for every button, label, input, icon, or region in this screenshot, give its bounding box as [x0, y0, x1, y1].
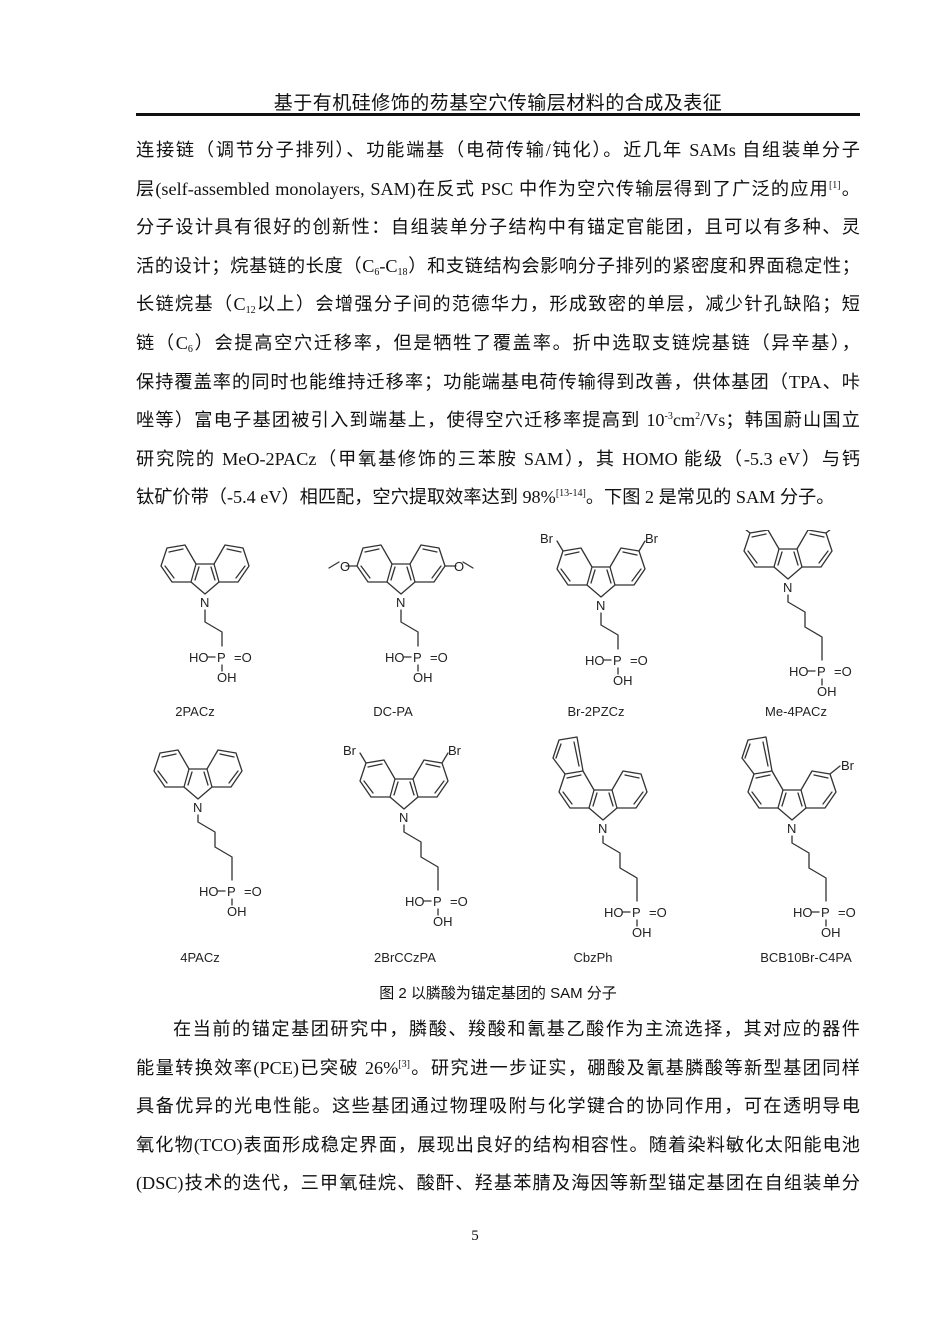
- svg-text:N: N: [596, 598, 605, 613]
- molecule-label: 2BrCCzPA: [374, 950, 436, 965]
- svg-text:Br: Br: [448, 743, 462, 758]
- figure-caption: 图 2 以膦酸为锚定基团的 SAM 分子: [379, 985, 617, 1002]
- molecule-label: Br-2PZCz: [567, 704, 625, 719]
- svg-text:N: N: [399, 810, 408, 825]
- page-number: 5: [471, 1228, 479, 1244]
- molecule-label: Me-4PACz: [765, 704, 827, 719]
- text-line: 钛矿价带（-5.4 eV）相匹配，空穴提取效率达到 98%[13-14]。下图 …: [136, 487, 835, 508]
- molecule-structures-drawing: P HO =O OH N N O O: [153, 524, 857, 941]
- molecule-label: CbzPh: [573, 950, 613, 965]
- text-line: 分子设计具有很好的创新性：自组装单分子结构中有锚定官能团，且可以有多种、灵: [136, 217, 860, 238]
- text-line: 链（C6）会提高空穴迁移率，但是牺牲了覆盖率。折中选取支链烷基链（异辛基），: [136, 332, 860, 355]
- molecule-label: BCB10Br-C4PA: [760, 950, 852, 965]
- text-line: 层(self-assembled monolayers, SAM)在反式 PSC…: [136, 178, 860, 199]
- svg-text:N: N: [193, 800, 202, 815]
- svg-text:N: N: [787, 821, 796, 836]
- citation[interactable]: [13-14]: [555, 488, 586, 500]
- svg-text:O: O: [454, 559, 464, 574]
- svg-text:N: N: [598, 821, 607, 836]
- text-line: 具备优异的光电性能。这些基团通过物理吸附与化学键合的协同作用，可在透明导电: [136, 1096, 860, 1117]
- text-line: 氧化物(TCO)表面形成稳定界面，展现出良好的结构相容性。随着染料敏化太阳能电池: [136, 1134, 860, 1155]
- text-line: (DSC)技术的迭代，三甲氧硅烷、酸酐、羟基苯腈及海因等新型锚定基团在自组装单分: [136, 1173, 860, 1194]
- svg-text:Br: Br: [540, 531, 554, 546]
- svg-text:N: N: [783, 580, 792, 595]
- molecule-label: 2PACz: [175, 704, 215, 719]
- svg-text:Br: Br: [343, 743, 357, 758]
- molecule-label: DC-PA: [373, 704, 413, 719]
- text-line: 连接链（调节分子排列）、功能端基（电荷传输/钝化）。近几年 SAMs 自组装单分…: [136, 140, 860, 160]
- paragraph-2: 在当前的锚定基团研究中，膦酸、羧酸和氰基乙酸作为主流选择，其对应的器件 能量转换…: [136, 1010, 860, 1203]
- figure-sam-molecules: P HO =O OH N N O O: [136, 524, 860, 975]
- text-line: 研究院的 MeO-2PACz（甲氧基修饰的三苯胺 SAM），其 HOMO 能级（…: [136, 448, 860, 469]
- svg-text:N: N: [396, 595, 405, 610]
- citation[interactable]: [1]: [828, 179, 841, 191]
- svg-text:Br: Br: [645, 531, 659, 546]
- text-line: 保持覆盖率的同时也能维持迁移率；功能端基电荷传输得到改善，供体基团（TPA、咔: [136, 371, 860, 392]
- svg-text:N: N: [200, 595, 209, 610]
- citation[interactable]: [3]: [398, 1058, 410, 1070]
- svg-text:Br: Br: [841, 758, 855, 773]
- molecule-label: 4PACz: [180, 950, 220, 965]
- svg-text:O: O: [340, 559, 350, 574]
- paragraph-1: 连接链（调节分子排列）、功能端基（电荷传输/钝化）。近几年 SAMs 自组装单分…: [136, 131, 860, 517]
- text-line: 唑等）富电子基团被引入到端基上，使得空穴迁移率提高到 10-3cm2/Vs；韩国…: [136, 410, 860, 431]
- text-line: 长链烷基（C12以上）会增强分子间的范德华力，形成致密的单层，减少针孔缺陷；短: [136, 294, 860, 317]
- running-header-title: 基于有机硅修饰的芴基空穴传输层材料的合成及表征: [273, 93, 723, 114]
- header-rule: [136, 113, 860, 116]
- text-line: 在当前的锚定基团研究中，膦酸、羧酸和氰基乙酸作为主流选择，其对应的器件: [173, 1019, 860, 1039]
- text-line: 能量转换效率(PCE)已突破 26%[3]。研究进一步证实，硼酸及氰基膦酸等新型…: [136, 1057, 860, 1078]
- text-line: 活的设计；烷基链的长度（C6-C18）和支链结构会影响分子排列的紧密度和界面稳定…: [136, 255, 860, 278]
